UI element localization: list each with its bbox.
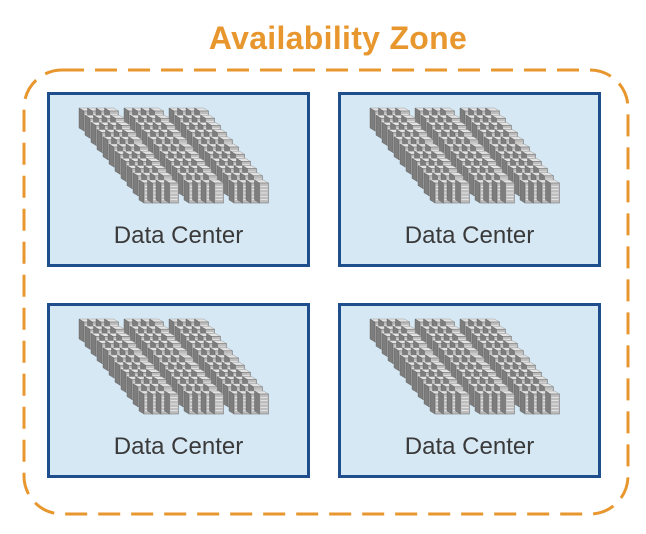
server-racks-icon — [369, 107, 561, 204]
data-center-label: Data Center — [404, 433, 535, 460]
data-center-box: Data Center — [47, 92, 310, 267]
data-center-box: Data Center — [338, 303, 601, 478]
data-center-label: Data Center — [113, 433, 244, 460]
data-center-box: Data Center — [338, 92, 601, 267]
data-center-label: Data Center — [113, 222, 244, 249]
server-racks-icon — [78, 107, 270, 204]
data-center-box: Data Center — [47, 303, 310, 478]
data-center-label: Data Center — [404, 222, 535, 249]
server-racks-icon — [78, 318, 270, 415]
availability-zone-title: Availability Zone — [208, 20, 468, 56]
server-racks-icon — [369, 318, 561, 415]
